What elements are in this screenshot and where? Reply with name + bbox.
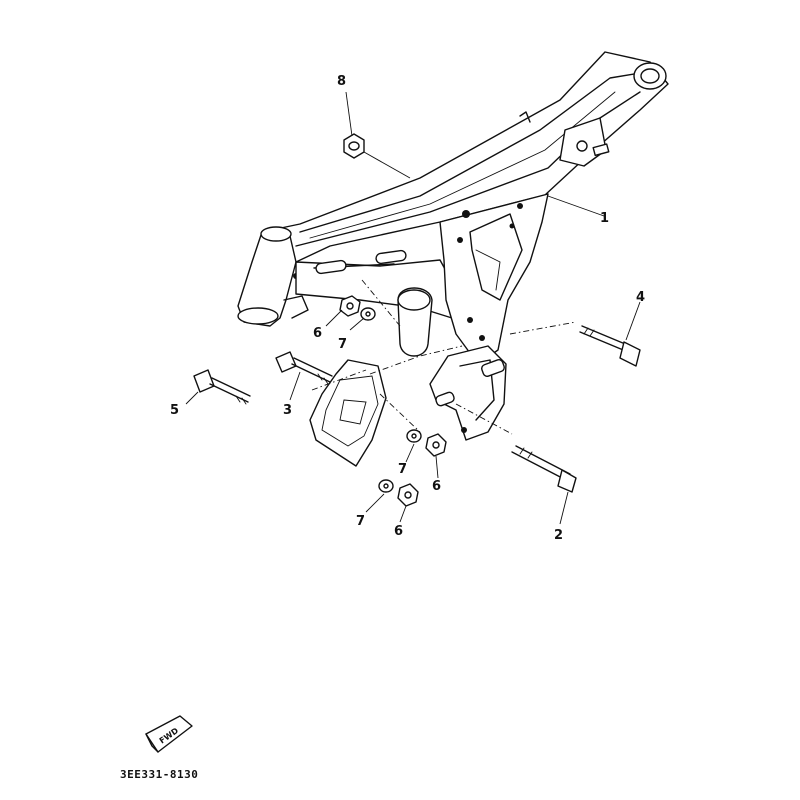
callout-8: 8 xyxy=(337,74,346,89)
engine-mount-plate xyxy=(309,359,387,467)
diagram-code: 3EE331-8130 xyxy=(120,768,198,781)
leader-lines xyxy=(185,91,641,525)
callout-3: 3 xyxy=(283,403,292,418)
callout-6-mid: 6 xyxy=(432,479,441,494)
nut-part-8 xyxy=(343,133,365,159)
nut-part-6-mid xyxy=(425,433,447,457)
bolt-part-5 xyxy=(193,369,251,405)
nut-part-6-upper xyxy=(339,295,361,317)
callout-2: 2 xyxy=(554,528,563,543)
fwd-arrow-icon: FWD xyxy=(145,715,193,753)
nut-part-6-lower xyxy=(397,483,419,507)
callout-6-lower: 6 xyxy=(394,524,403,539)
callout-1: 1 xyxy=(600,211,609,226)
bolt-part-3 xyxy=(275,351,333,385)
callout-7-mid: 7 xyxy=(398,462,407,477)
washer-part-7-upper xyxy=(360,307,376,321)
callout-7-lower: 7 xyxy=(356,514,365,529)
bolt-part-4 xyxy=(579,325,641,367)
callout-labels: 8 1 4 6 7 3 5 7 6 7 6 2 xyxy=(170,74,645,543)
bolt-part-2 xyxy=(511,445,577,493)
callout-4: 4 xyxy=(636,290,645,305)
washer-part-7-mid xyxy=(406,429,422,443)
callout-5: 5 xyxy=(170,403,179,418)
frame-part-1 xyxy=(237,51,669,441)
assembly-center-lines xyxy=(311,279,577,435)
callout-7-upper: 7 xyxy=(338,337,347,352)
washer-part-7-lower xyxy=(378,479,394,493)
callout-6-upper: 6 xyxy=(313,326,322,341)
